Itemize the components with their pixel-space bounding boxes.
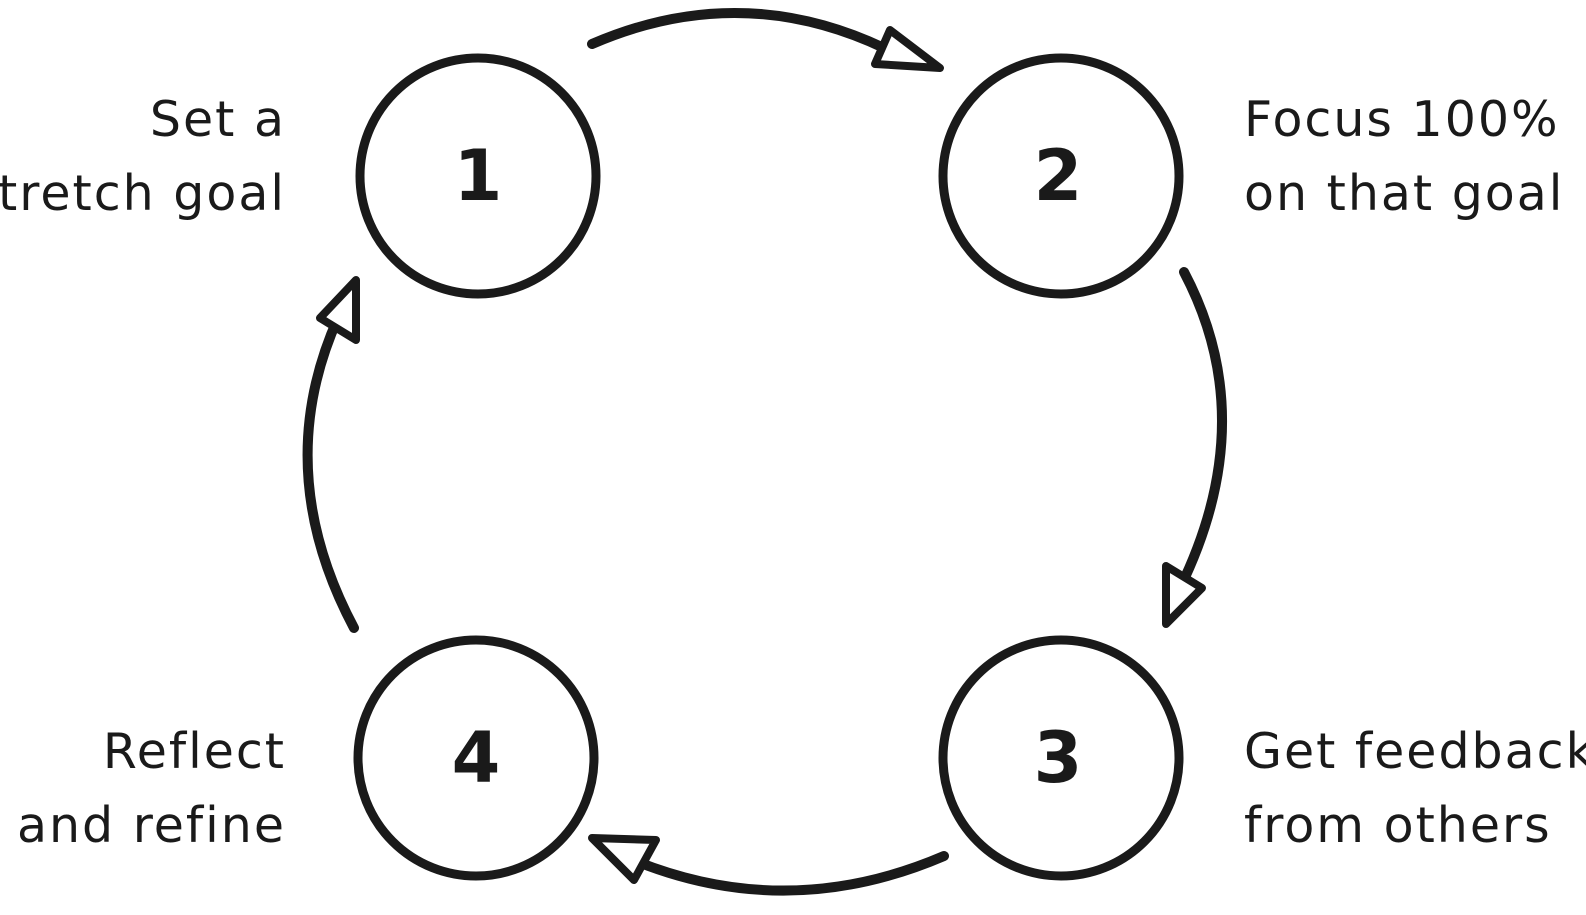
step-1-label-line1: Set a — [150, 91, 286, 148]
step-2-number: 2 — [1034, 135, 1083, 217]
step-1-label-line2: stretch goal — [0, 165, 286, 222]
arrow-3-to-4 — [588, 834, 949, 896]
step-1-circle — [355, 53, 601, 299]
step-4-label-line1: Reflect — [103, 723, 286, 780]
step-3-number: 3 — [1034, 717, 1083, 799]
step-4-label-line2: and refine — [17, 797, 286, 854]
step-4-node: 4 — [353, 635, 599, 881]
step-4-label: Reflect and refine — [17, 723, 286, 854]
step-2-label: Focus 100% on that goal — [1244, 91, 1564, 222]
step-4-number: 4 — [452, 717, 501, 799]
arrow-2-to-3 — [1162, 267, 1227, 628]
step-2-circle — [938, 53, 1184, 299]
step-2-label-line2: on that goal — [1244, 165, 1564, 222]
arrow-4-to-1 — [302, 276, 360, 633]
step-3-label: Get feedback from others — [1244, 723, 1586, 854]
step-3-label-line2: from others — [1244, 797, 1552, 854]
step-2-label-line1: Focus 100% — [1244, 91, 1560, 148]
step-2-node: 2 — [938, 53, 1184, 299]
step-3-node: 3 — [938, 635, 1184, 881]
step-4-circle — [353, 635, 599, 881]
step-1-node: 1 — [355, 53, 601, 299]
arrow-1-to-2 — [587, 8, 944, 72]
step-1-number: 1 — [454, 135, 503, 217]
step-1-label: Set a stretch goal — [0, 91, 286, 222]
step-3-label-line1: Get feedback — [1244, 723, 1586, 780]
step-3-circle — [938, 635, 1184, 881]
